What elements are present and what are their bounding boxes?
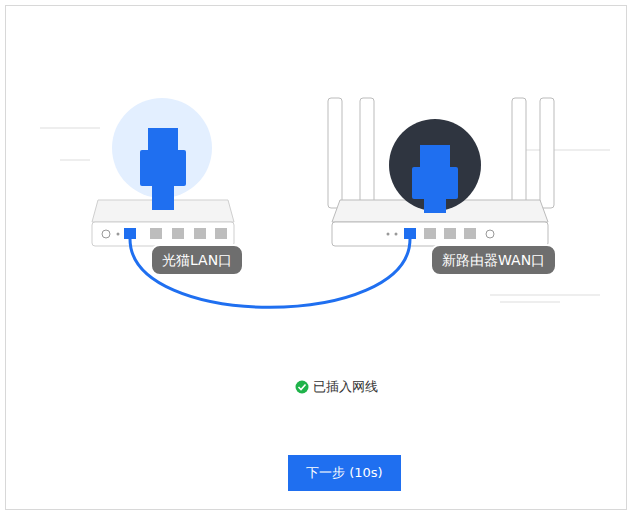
modem — [92, 98, 234, 246]
port-label-text: 新路由器WAN口 — [442, 251, 545, 269]
frame — [6, 6, 627, 510]
highlight-circle — [112, 98, 212, 198]
button-text: 下一步 (10s) — [306, 464, 383, 482]
highlight-circle — [389, 119, 481, 211]
check-icon — [296, 381, 309, 394]
router — [328, 98, 554, 246]
status-text: 已插入网线 — [313, 378, 378, 396]
port-label: 光猫LAN口 — [150, 244, 244, 276]
check-mark — [299, 385, 306, 390]
next-button: 下一步 (10s) — [288, 455, 401, 491]
port-label: 新路由器WAN口 — [430, 244, 557, 276]
network-cable — [130, 239, 410, 307]
port-label-text: 光猫LAN口 — [162, 251, 232, 269]
